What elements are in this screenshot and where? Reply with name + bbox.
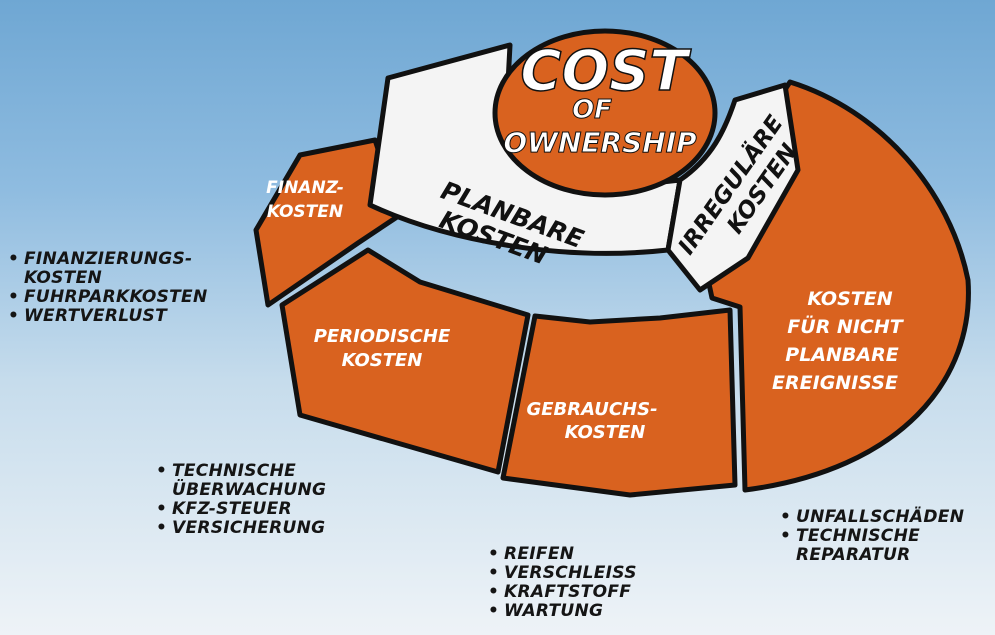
list-periodische-kosten: TECHNISCHE ÜBERWACHUNG KFZ-STEUER VERSIC… bbox=[156, 462, 366, 538]
label-finanzkosten: FINANZ- KOSTEN bbox=[266, 178, 344, 222]
label-nichtplanbar-line3: PLANBARE bbox=[785, 344, 898, 366]
label-nichtplanbar-line4: EREIGNISSE bbox=[772, 372, 898, 394]
segment-finanzkosten bbox=[253, 137, 403, 308]
label-nichtplanbar-line1: KOSTEN bbox=[807, 288, 892, 310]
list-item: UNFALLSCHÄDEN bbox=[780, 508, 985, 527]
list-item: VERSICHERUNG bbox=[156, 519, 366, 538]
label-nichtplanbar-line2: FÜR NICHT bbox=[787, 314, 904, 338]
list-item: VERSCHLEISS bbox=[488, 564, 688, 583]
center-title-ownership: OWNERSHIP bbox=[503, 126, 697, 159]
list-item: WERTVERLUST bbox=[8, 307, 218, 326]
label-periodisch-line1: PERIODISCHE bbox=[314, 326, 451, 347]
label-gebrauch-line2: KOSTEN bbox=[565, 422, 646, 443]
list-item: KRAFTSTOFF bbox=[488, 583, 688, 602]
label-nicht-planbare-kosten: KOSTEN FÜR NICHT PLANBARE EREIGNISSE bbox=[772, 288, 905, 394]
list-item: FINANZIERUNGS- KOSTEN bbox=[8, 250, 224, 288]
list-finanzkosten: FINANZIERUNGS- KOSTEN FUHRPARKKOSTEN WER… bbox=[8, 250, 218, 326]
center-title-cost: COST bbox=[520, 39, 691, 104]
center-circle bbox=[492, 28, 718, 198]
label-finanz-line2: KOSTEN bbox=[267, 202, 343, 222]
label-finanz-line1: FINANZ- bbox=[266, 178, 344, 198]
list-item: TECHNISCHE REPARATUR bbox=[780, 527, 966, 565]
label-periodische-kosten: PERIODISCHE KOSTEN bbox=[314, 326, 451, 371]
outer-segments bbox=[253, 79, 971, 498]
list-nicht-planbare-kosten: UNFALLSCHÄDEN TECHNISCHE REPARATUR bbox=[780, 508, 985, 565]
list-item: REIFEN bbox=[488, 545, 688, 564]
label-gebrauch-line1: GEBRAUCHS- bbox=[526, 399, 657, 420]
list-item: TECHNISCHE ÜBERWACHUNG bbox=[156, 462, 362, 500]
list-item: WARTUNG bbox=[488, 602, 688, 621]
segment-periodische-kosten bbox=[279, 247, 531, 475]
center-title-of: OF bbox=[572, 95, 612, 125]
list-item: KFZ-STEUER bbox=[156, 500, 366, 519]
label-periodisch-line2: KOSTEN bbox=[342, 350, 423, 371]
ring-irregulaere-kosten bbox=[665, 82, 801, 293]
inner-ring bbox=[367, 42, 801, 293]
list-gebrauchskosten: REIFEN VERSCHLEISS KRAFTSTOFF WARTUNG bbox=[488, 545, 688, 621]
segment-gebrauchskosten bbox=[500, 307, 738, 498]
label-gebrauchskosten: GEBRAUCHS- KOSTEN bbox=[526, 399, 657, 443]
list-item: FUHRPARKKOSTEN bbox=[8, 288, 218, 307]
